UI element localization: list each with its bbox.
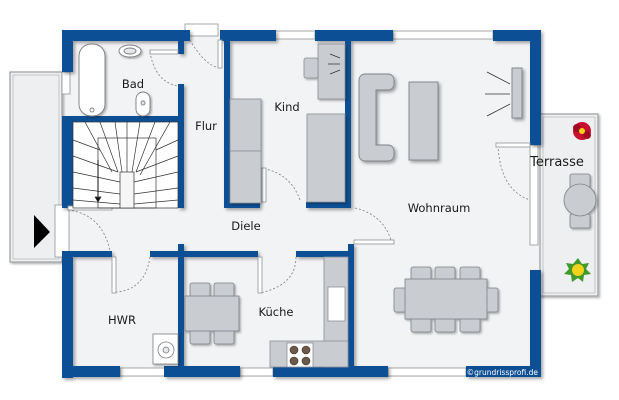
- flower-yellow-icon: [564, 258, 591, 282]
- tv-icon: [511, 67, 523, 119]
- round-table-icon: [563, 183, 597, 217]
- entrance-arrow-icon: [34, 215, 50, 248]
- room-label-hwr: HWR: [108, 313, 136, 327]
- terrasse-furniture: [563, 173, 597, 229]
- tv-rays-icon: [485, 71, 511, 117]
- door-leaves: [67, 39, 531, 294]
- bed-icon: [306, 113, 346, 203]
- room-label-terrasse: Terrasse: [529, 155, 584, 170]
- copyright-text: ©grundrissprofi.de: [467, 368, 539, 377]
- stove-burners-icon: [289, 345, 311, 366]
- flower-red-icon: [573, 122, 591, 140]
- wohnraum-furniture: [358, 67, 523, 162]
- bathroom-fixtures: [78, 43, 151, 117]
- bathtub-icon: [78, 43, 106, 117]
- kind-furniture: [229, 43, 346, 204]
- room-label-kind: Kind: [274, 100, 299, 114]
- room-label-kueche: Küche: [259, 305, 294, 319]
- wardrobe-icon: [229, 98, 262, 152]
- desk-lamp-icon: [328, 53, 341, 75]
- sofa-icon: [358, 73, 395, 162]
- sink-icon: [327, 286, 346, 322]
- walls: [62, 30, 541, 378]
- chair-icon: [303, 57, 319, 79]
- room-label-flur: Flur: [195, 119, 217, 133]
- staircase-icon: [72, 121, 179, 209]
- washing-machine-icon: [152, 333, 179, 365]
- room-label-diele: Diele: [231, 219, 260, 233]
- room-label-bad: Bad: [122, 77, 144, 91]
- coffee-table-icon: [408, 81, 439, 161]
- room-labels: Bad Flur Kind Terrasse Wohnraum Diele HW…: [108, 77, 584, 327]
- dining-set-icon: [393, 266, 499, 333]
- desk-icon: [317, 43, 346, 100]
- kitchen-dining-icon: [184, 282, 240, 345]
- room-label-wohnraum: Wohnraum: [408, 201, 471, 215]
